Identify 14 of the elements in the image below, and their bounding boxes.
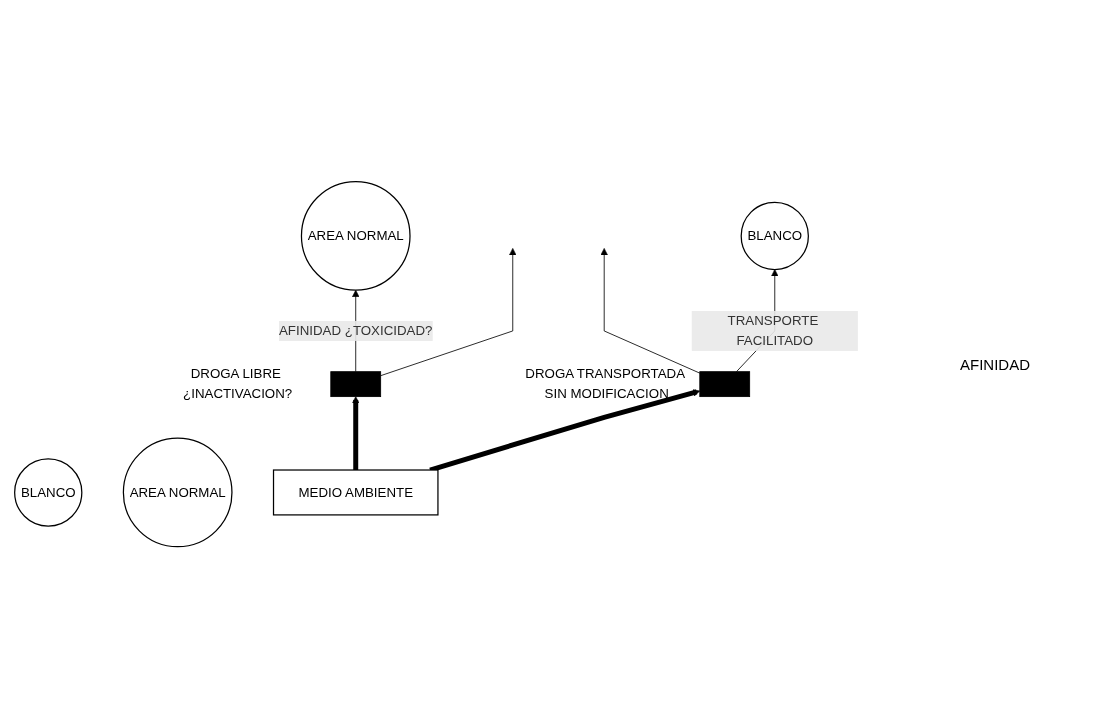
node-circle: AREA NORMAL [122, 437, 233, 548]
edge-label: AFINIDAD ¿TOXICIDAD? [278, 323, 433, 338]
node-circle: AREA NORMAL [300, 180, 411, 291]
arrow [352, 396, 360, 470]
edge-label: TRANSPORTE FACILITADO [727, 313, 819, 348]
node-box [330, 371, 382, 397]
node-box: MEDIO AMBIENTE [272, 469, 439, 516]
note-label: AFINIDAD [960, 355, 1031, 373]
node-circle: BLANCO [14, 458, 83, 527]
node-label: DROGA LIBRE ¿INACTIVACION? [183, 366, 293, 401]
node-label: DROGA TRANSPORTADA SIN MODIFICACION [525, 366, 685, 401]
node-circle: BLANCO [740, 201, 809, 270]
node-box [699, 371, 751, 397]
arrow [429, 389, 701, 473]
